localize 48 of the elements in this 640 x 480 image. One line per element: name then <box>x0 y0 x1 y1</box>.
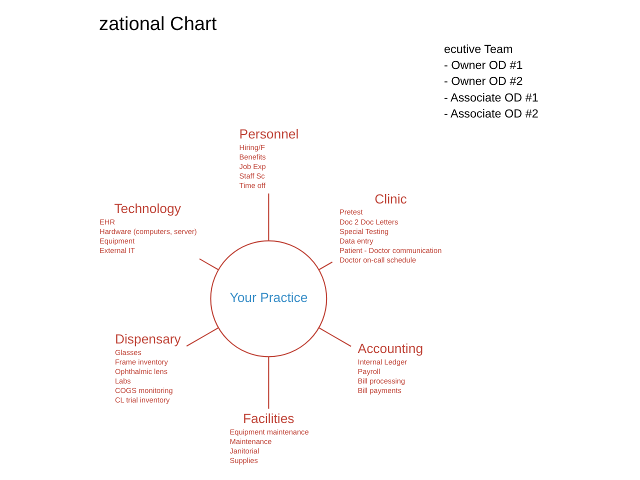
node-text: Accounting <box>358 340 424 356</box>
node-label: Janitorial <box>230 446 260 456</box>
node-label: EHR <box>100 216 116 226</box>
connector <box>318 326 352 346</box>
node-label: Job Exp <box>239 161 266 170</box>
label: - Associate OD #2 <box>444 106 538 120</box>
connector <box>318 261 333 270</box>
node-label: Maintenance <box>230 436 272 446</box>
label: - Owner OD #1 <box>444 58 523 72</box>
node-label: CL trial inventory <box>114 395 170 404</box>
node-label: Staff Sc <box>239 170 265 180</box>
node-label: Data entry <box>339 236 374 245</box>
connector <box>268 356 270 408</box>
node-label: Patient - Doctor communication <box>339 245 442 254</box>
node-label: Doc 2 Doc Letters <box>339 216 398 226</box>
node-label: Labs <box>114 376 131 386</box>
node-label: Supplies <box>230 456 258 465</box>
diagram-title: zational Chart <box>99 14 217 35</box>
node-label: Bill payments <box>358 386 402 395</box>
node-circle: Your Practice <box>210 240 328 357</box>
node-label: Time off <box>239 180 266 190</box>
node-text: Clinic <box>374 190 407 206</box>
connector <box>199 258 218 270</box>
node-label: Glasses <box>114 347 142 356</box>
node-label: Payroll <box>358 366 380 376</box>
node-label: Special Testing <box>339 226 389 236</box>
node-text: Personnel <box>239 126 299 141</box>
node-label: COGS monitoring <box>114 386 173 395</box>
label: ecutive Team <box>444 42 513 56</box>
node-label: Equipment <box>100 236 135 245</box>
node-label: Frame inventory <box>114 356 168 366</box>
label: - Associate OD #1 <box>444 90 538 104</box>
node-label: Hiring/F <box>239 142 265 152</box>
node-text: Technology <box>114 200 181 216</box>
node-label: Pretest <box>339 207 363 216</box>
node-text: Dispensary <box>114 331 181 346</box>
node-label: Benefits <box>239 152 266 161</box>
node-label: Hardware (computers, server) <box>100 226 197 236</box>
label: - Owner OD #2 <box>444 74 523 88</box>
node-label: Equipment maintenance <box>230 427 309 436</box>
connector <box>186 326 218 346</box>
node-label: Bill processing <box>358 376 406 386</box>
node-label: Internal Ledger <box>358 356 408 366</box>
node-text: Facilities <box>242 410 294 426</box>
node-label: External IT <box>100 245 135 254</box>
node-label: Ophthalmic lens <box>114 366 168 376</box>
node-label: Doctor on-call schedule <box>339 254 416 264</box>
connector <box>268 193 270 240</box>
